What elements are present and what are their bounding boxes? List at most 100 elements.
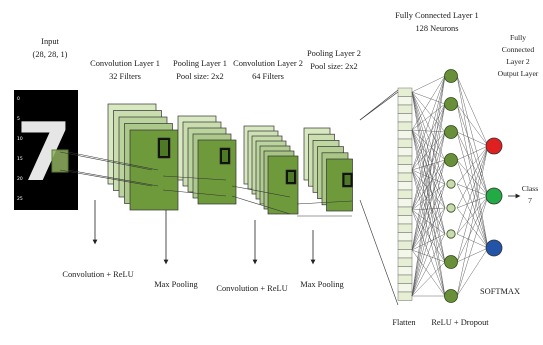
kernel-window-inner bbox=[288, 172, 294, 182]
connection-line bbox=[411, 103, 446, 297]
axis-tick: 10 bbox=[17, 136, 23, 142]
flatten-cell bbox=[397, 232, 413, 242]
flatten-cell bbox=[397, 266, 413, 276]
neuron bbox=[444, 125, 458, 139]
input-shape: (28, 28, 1) bbox=[33, 50, 68, 59]
flatten-cell bbox=[397, 172, 413, 182]
connection-line bbox=[411, 103, 446, 131]
connection-line bbox=[456, 247, 489, 263]
axis-tick: 5 bbox=[17, 116, 20, 122]
output-neuron bbox=[485, 239, 503, 257]
fc2-title-line: Fully bbox=[510, 33, 526, 42]
input-axis-ticks: 0 5 10 15 20 25 bbox=[17, 96, 23, 202]
connection-line bbox=[456, 75, 489, 147]
fc2-title: Fully Connected Layer 2 Output Layer bbox=[498, 33, 539, 78]
dense-connections bbox=[411, 75, 489, 297]
connection-line bbox=[411, 75, 446, 211]
kernel-window-inner bbox=[222, 150, 228, 162]
connection-line bbox=[456, 195, 489, 209]
connection-line bbox=[411, 169, 446, 263]
flatten-cell bbox=[397, 164, 413, 174]
flatten-cell bbox=[397, 189, 413, 199]
connection-line bbox=[456, 247, 489, 297]
label-max-pool-2: Max Pooling bbox=[300, 280, 344, 289]
receptive-field-lines bbox=[59, 89, 399, 306]
kernel-window-inner bbox=[344, 175, 351, 185]
kernel-window-inner bbox=[160, 140, 168, 156]
connection-line bbox=[456, 195, 489, 297]
label-softmax: SOFTMAX bbox=[480, 287, 520, 296]
output-neurons bbox=[485, 137, 503, 257]
neuron bbox=[446, 229, 456, 239]
connection-line bbox=[411, 249, 446, 263]
connection-line bbox=[411, 159, 446, 171]
connection-line bbox=[411, 207, 446, 297]
flatten-cell bbox=[397, 113, 413, 123]
pool1-title: Pooling Layer 1 bbox=[173, 59, 227, 68]
connection-line bbox=[411, 131, 446, 211]
axis-tick: 20 bbox=[17, 176, 23, 182]
connection-line bbox=[411, 207, 446, 251]
label-conv-relu-1: Convolution + ReLU bbox=[62, 270, 133, 279]
flatten-cell bbox=[397, 283, 413, 293]
conv1-feature-maps bbox=[107, 103, 179, 211]
feature-map bbox=[197, 139, 237, 205]
input-kernel-window bbox=[51, 149, 69, 173]
flatten-cell bbox=[397, 130, 413, 140]
fc2-title-line: Layer 2 bbox=[506, 57, 530, 66]
connection-line bbox=[411, 75, 446, 131]
connection-line bbox=[411, 103, 446, 251]
connection-line bbox=[456, 207, 489, 249]
connection-line bbox=[411, 183, 446, 211]
neuron bbox=[444, 69, 458, 83]
fc1-neurons: 128 Neurons bbox=[415, 24, 458, 33]
flatten-cell bbox=[397, 87, 413, 97]
flatten-cell bbox=[397, 181, 413, 191]
flatten-cell bbox=[397, 96, 413, 106]
connection-line bbox=[456, 145, 489, 185]
connection-line bbox=[456, 145, 489, 235]
connection-line bbox=[411, 91, 446, 297]
connection-line bbox=[411, 169, 446, 235]
connection-line bbox=[411, 249, 446, 297]
flatten-cell bbox=[397, 138, 413, 148]
flatten-cell bbox=[397, 104, 413, 114]
fc1-neurons bbox=[444, 69, 458, 303]
connection-line bbox=[411, 91, 446, 133]
feature-map bbox=[267, 155, 299, 215]
flatten-cell bbox=[397, 223, 413, 233]
connection-line bbox=[411, 233, 446, 297]
connection-line bbox=[411, 91, 446, 105]
connection-line bbox=[411, 207, 446, 211]
connection-line bbox=[456, 75, 489, 197]
connection-line bbox=[456, 145, 489, 161]
connection-line bbox=[456, 183, 489, 249]
output-neuron bbox=[485, 187, 503, 205]
label-flatten: Flatten bbox=[392, 318, 416, 327]
neuron bbox=[444, 289, 458, 303]
connection-line bbox=[411, 91, 446, 161]
pool2-feature-maps bbox=[303, 127, 353, 212]
connection-line bbox=[411, 75, 446, 251]
connection-line bbox=[456, 131, 489, 197]
connection-line bbox=[456, 103, 489, 147]
flatten-cell bbox=[397, 147, 413, 157]
flatten-cell bbox=[397, 198, 413, 208]
flatten-cell bbox=[397, 155, 413, 165]
connection-line bbox=[411, 131, 446, 171]
connection-line bbox=[456, 145, 489, 263]
input-title: Input bbox=[41, 37, 59, 46]
connection-line bbox=[411, 129, 446, 161]
output-neuron bbox=[485, 137, 503, 155]
flatten-cell bbox=[397, 240, 413, 250]
connection-line bbox=[411, 129, 446, 133]
connection-line bbox=[411, 129, 446, 263]
neuron bbox=[444, 153, 458, 167]
connection-line bbox=[456, 145, 489, 209]
conv2-feature-maps bbox=[243, 125, 299, 215]
axis-tick: 0 bbox=[17, 96, 20, 102]
connection-line bbox=[411, 103, 446, 171]
connection-line bbox=[411, 131, 446, 297]
connection-line bbox=[456, 103, 489, 249]
